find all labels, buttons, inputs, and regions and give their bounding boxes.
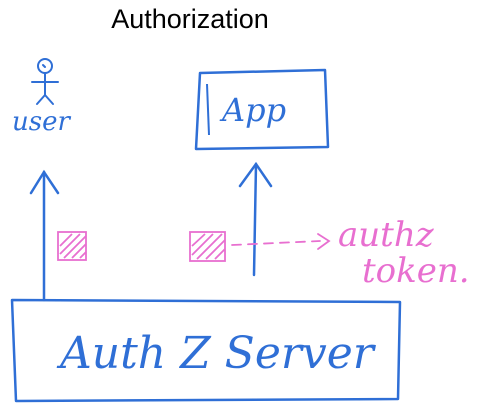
token-annotation-line2: token. [362,251,470,291]
app-box-left-stroke [206,83,210,136]
token-pointer-arrow [231,233,331,250]
user-label: user [12,107,71,137]
token-annotation-line1: authz [338,215,435,255]
app-box [194,68,330,151]
diagram-title: Authorization [111,4,269,34]
app-label: App [219,91,286,129]
user-icon [31,58,59,105]
arrow-to-app [238,161,273,277]
token-icon-app [189,231,226,262]
server-box [10,298,402,403]
token-icon-user [57,231,87,261]
server-label: Auth Z Server [56,328,377,379]
arrow-to-user [29,169,60,302]
